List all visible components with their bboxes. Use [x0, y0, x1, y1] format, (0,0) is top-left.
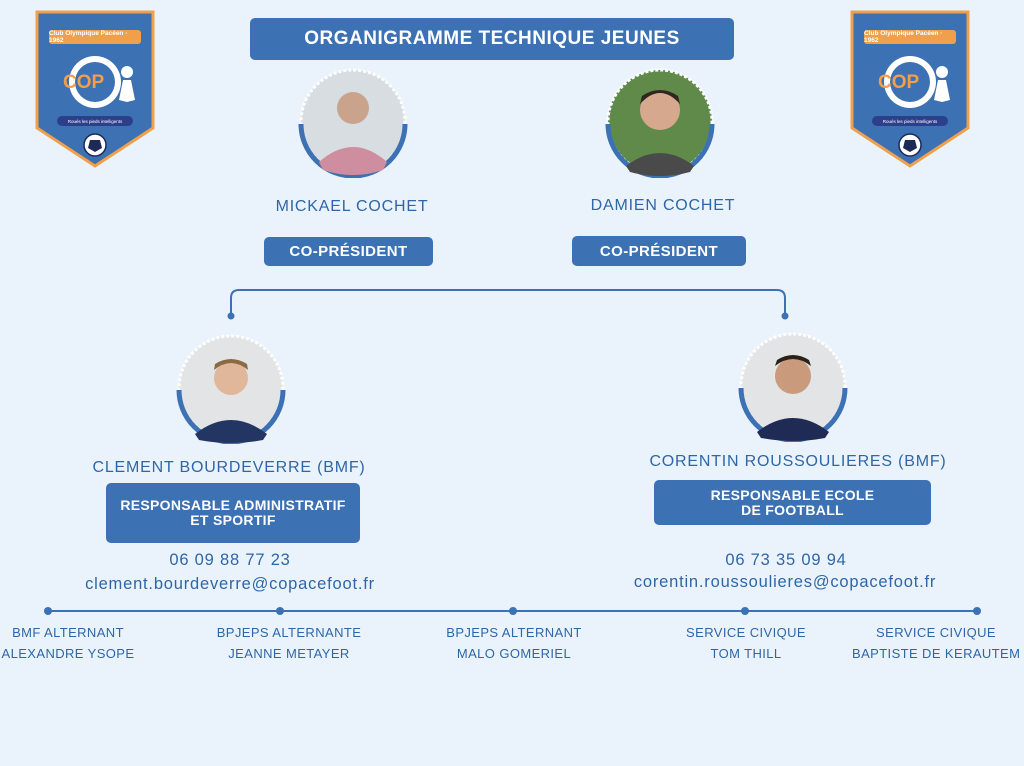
- staff-role: SERVICE CIVIQUE: [876, 625, 996, 640]
- manager-role-badge-corentin: RESPONSABLE ECOLE DE FOOTBALL: [654, 480, 931, 525]
- president-role-badge-damien: CO-PRÉSIDENT: [572, 236, 746, 266]
- title-banner: ORGANIGRAMME TECHNIQUE JEUNES: [250, 18, 734, 60]
- person-avatar-icon: [605, 68, 715, 179]
- role-label: CO-PRÉSIDENT: [289, 243, 408, 260]
- manager-email-corentin[interactable]: corentin.roussoulieres@copacefoot.fr: [633, 573, 937, 591]
- person-avatar-icon: [298, 68, 408, 179]
- crest-tag: Club Olympique Pacéen · 1962: [864, 30, 956, 44]
- president-name-damien: DAMIEN COCHET: [590, 197, 736, 214]
- staff-name: JEANNE METAYER: [228, 646, 350, 661]
- role-label: RESPONSABLE ADMINISTRATIF ET SPORTIF: [120, 497, 346, 528]
- crest-letters: COP: [63, 72, 105, 93]
- org-connector: [227, 289, 789, 320]
- staff-name: TOM THILL: [710, 646, 782, 661]
- crest-motto: Roués les pieds intelligents: [872, 116, 948, 126]
- crest-tag: Club Olympique Pacéen · 1962: [49, 30, 141, 44]
- crest-motto: Roués les pieds intelligents: [57, 116, 133, 126]
- person-avatar-icon: [738, 332, 848, 443]
- crest-shield-icon: [850, 10, 970, 168]
- person-avatar-icon: [176, 334, 286, 445]
- staff-role: SERVICE CIVIQUE: [686, 625, 806, 640]
- staff-role: BPJEPS ALTERNANTE: [216, 625, 362, 640]
- manager-phone-corentin: 06 73 35 09 94: [725, 551, 847, 569]
- manager-role-badge-clement: RESPONSABLE ADMINISTRATIF ET SPORTIF: [106, 483, 360, 543]
- staff-timeline: [44, 607, 981, 615]
- staff-role: BPJEPS ALTERNANT: [446, 625, 582, 640]
- club-crest-left: Club Olympique Pacéen · 1962 COP Roués l…: [35, 10, 155, 170]
- crest-shield-icon: [35, 10, 155, 168]
- page-title: ORGANIGRAMME TECHNIQUE JEUNES: [304, 28, 680, 49]
- staff-member: SERVICE CIVIQUE BAPTISTE DE KERAUTEM: [852, 622, 1020, 664]
- staff-member: BPJEPS ALTERNANT MALO GOMERIEL: [440, 622, 588, 664]
- president-photo-damien: [604, 66, 716, 179]
- manager-email-clement[interactable]: clement.bourdeverre@copacefoot.fr: [85, 575, 375, 593]
- club-crest-right: Club Olympique Pacéen · 1962 COP Roués l…: [850, 10, 970, 170]
- president-photo-mickael: [297, 66, 409, 179]
- staff-member: BPJEPS ALTERNANTE JEANNE METAYER: [210, 622, 368, 664]
- manager-photo-clement: [175, 332, 287, 445]
- crest-letters: COP: [878, 72, 920, 93]
- staff-member: BMF ALTERNANT ALEXANDRE YSOPE: [0, 622, 136, 664]
- staff-name: ALEXANDRE YSOPE: [1, 646, 135, 661]
- manager-photo-corentin: [737, 330, 849, 443]
- president-role-badge-mickael: CO-PRÉSIDENT: [264, 237, 433, 266]
- staff-name: MALO GOMERIEL: [456, 646, 572, 661]
- staff-name: BAPTISTE DE KERAUTEM: [852, 646, 1021, 661]
- role-label: RESPONSABLE ECOLE DE FOOTBALL: [710, 486, 875, 518]
- staff-role: BMF ALTERNANT: [12, 625, 124, 640]
- staff-member: SERVICE CIVIQUE TOM THILL: [676, 622, 816, 664]
- manager-name-clement: CLEMENT BOURDEVERRE (BMF): [92, 459, 366, 476]
- president-name-mickael: MICKAEL COCHET: [275, 198, 429, 215]
- manager-name-corentin: CORENTIN ROUSSOULIERES (BMF): [649, 453, 947, 470]
- role-label: CO-PRÉSIDENT: [599, 242, 719, 260]
- manager-phone-clement: 06 09 88 77 23: [169, 551, 291, 569]
